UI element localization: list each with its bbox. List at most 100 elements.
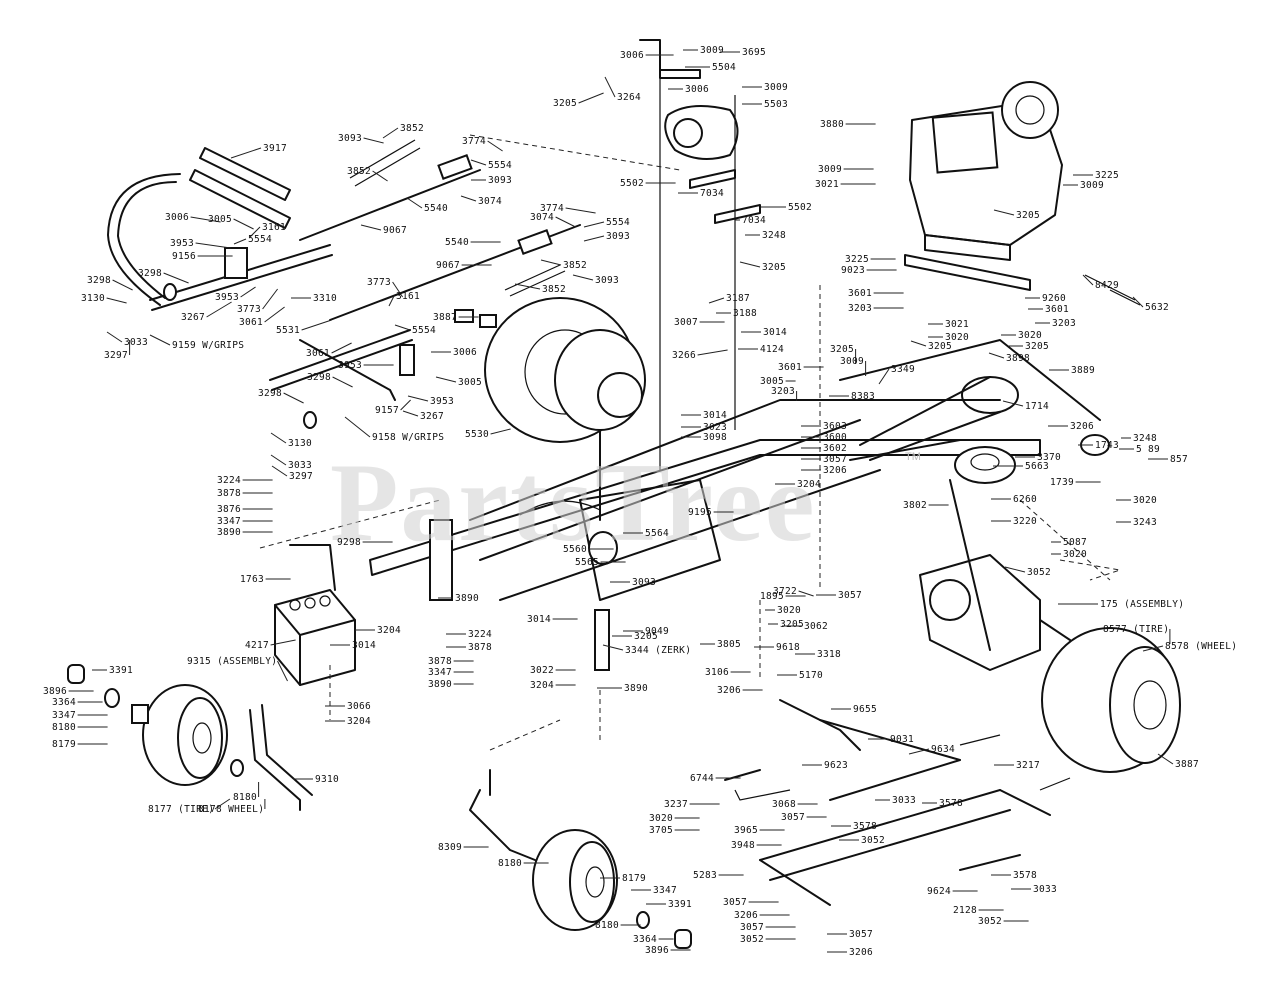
callout-c39: 7034 <box>735 215 766 226</box>
callout-c205: 3948 <box>731 840 782 851</box>
callout-leader <box>1132 296 1144 308</box>
battery <box>274 544 356 686</box>
part-number-label: 3364 <box>633 934 657 945</box>
callout-c217: 3578 <box>991 870 1037 881</box>
part-number-label: 3006 <box>453 347 477 358</box>
callout-c6: 3205 <box>553 92 604 109</box>
part-number-label: 3009 <box>818 164 842 175</box>
rear-tire-left <box>484 297 646 443</box>
callout-leader <box>332 376 353 388</box>
part-number-label: 3005 <box>760 376 784 387</box>
callout-c17: 3852 <box>347 166 388 182</box>
callout-c135: 5087 <box>1051 537 1087 548</box>
part-number-label: 3130 <box>81 293 105 304</box>
part-number-label: 3876 <box>217 504 241 515</box>
callout-leader <box>392 281 404 298</box>
part-number-label: 3014 <box>527 614 551 625</box>
callout-c3: 3695 <box>720 47 766 58</box>
callout-c155: 3224 <box>446 629 492 640</box>
part-number-label: 9655 <box>853 704 877 715</box>
callout-c79: 3061 <box>306 342 352 359</box>
part-number-label: 8180 <box>595 920 619 931</box>
callout-c5: 3264 <box>604 76 641 103</box>
callout-c62: 5554 <box>394 324 436 336</box>
part-number-label: 9157 <box>375 405 399 416</box>
callout-c55: 9023 <box>841 265 897 276</box>
part-number-label: 3887 <box>1175 759 1199 770</box>
part-number-label: 3391 <box>668 899 692 910</box>
part-number-label: 9310 <box>315 774 339 785</box>
callout-leader <box>301 319 332 331</box>
callout-c73: 3601 <box>1028 304 1069 315</box>
callout-leader <box>270 454 287 466</box>
part-number-label: 3093 <box>606 231 630 242</box>
callout-c81: 3006 <box>431 347 477 358</box>
callout-c87: 3298 <box>307 372 353 388</box>
callout-leader <box>798 590 814 597</box>
part-number-label: 3953 <box>215 292 239 303</box>
callout-c38: 5502 <box>761 202 812 213</box>
callout-c200: 3578 <box>831 821 877 832</box>
callout-c156: 3878 <box>446 642 492 653</box>
part-number-label: 3033 <box>1033 884 1057 895</box>
engine <box>904 81 1141 306</box>
part-number-label: 3391 <box>109 665 133 676</box>
callout-c160: 3344 (ZERK) <box>602 644 691 656</box>
part-number-label: 5565 <box>575 557 599 568</box>
part-number-label: 3098 <box>703 432 727 443</box>
callout-c195: 3237 <box>664 799 720 810</box>
callout-leader <box>1082 274 1094 286</box>
callout-c85: 3205 <box>1008 341 1049 352</box>
part-number-label: 3052 <box>1027 567 1051 578</box>
part-number-label: 3890 <box>217 527 241 538</box>
callout-c66: 3007 <box>674 317 725 328</box>
part-number-label: 3805 <box>717 639 741 650</box>
callout-c12: 3093 <box>338 133 384 144</box>
callout-c131: 3243 <box>1116 517 1157 528</box>
callout-c208: 8179 <box>600 873 646 884</box>
part-number-label: 3205 <box>780 619 804 630</box>
transaxle <box>919 479 1071 671</box>
callout-c223: 3896 <box>645 945 691 956</box>
callout-c51: 3852 <box>540 259 587 271</box>
part-number-label: 3917 <box>263 143 287 154</box>
part-number-label: 3578 <box>1013 870 1037 881</box>
callout-c69: 3203 <box>848 303 904 314</box>
part-number-label: 3093 <box>338 133 362 144</box>
callout-c91: 9157 <box>375 399 411 416</box>
callout-leader <box>435 376 457 383</box>
part-number-label: 9156 <box>172 251 196 262</box>
front-axle <box>724 699 1071 906</box>
part-number-label: 3878 <box>217 488 241 499</box>
callout-c113: 3206 <box>1048 421 1094 432</box>
part-number-label: 3601 <box>848 288 872 299</box>
part-number-label: 3267 <box>181 312 205 323</box>
callout-leader <box>264 306 285 323</box>
callout-c141: 3093 <box>610 577 656 588</box>
part-number-label: 3344 (ZERK) <box>625 645 691 656</box>
callout-c108: 3603 <box>801 421 847 432</box>
part-number-label: 5560 <box>563 544 587 555</box>
callout-c171: 3106 <box>705 667 751 678</box>
callout-c178: 8179 <box>52 739 108 750</box>
callout-c57: 5632 <box>1132 296 1169 313</box>
callout-c40: 3248 <box>745 230 786 241</box>
part-number-label: 3318 <box>817 649 841 660</box>
part-number-label: 3130 <box>288 438 312 449</box>
part-number-label: 3364 <box>52 697 76 708</box>
callout-c103: 3130 <box>270 432 312 449</box>
callout-c150: 3062 <box>782 621 828 632</box>
part-number-label: 3021 <box>815 179 839 190</box>
callout-c109: 3600 <box>801 432 847 443</box>
callout-c144: 3890 <box>438 593 479 604</box>
callout-c118: 857 <box>1148 454 1188 465</box>
part-number-label: 3014 <box>703 410 727 421</box>
callout-c50: 9067 <box>436 260 492 271</box>
callout-leader <box>195 242 231 249</box>
part-number-label: 3066 <box>347 701 371 712</box>
callout-c174: 3896 <box>43 686 94 697</box>
callout-leader <box>578 92 604 104</box>
part-number-label: 3347 <box>428 667 452 678</box>
part-number-label: 1743 <box>1095 440 1119 451</box>
part-number-label: 3347 <box>52 710 76 721</box>
